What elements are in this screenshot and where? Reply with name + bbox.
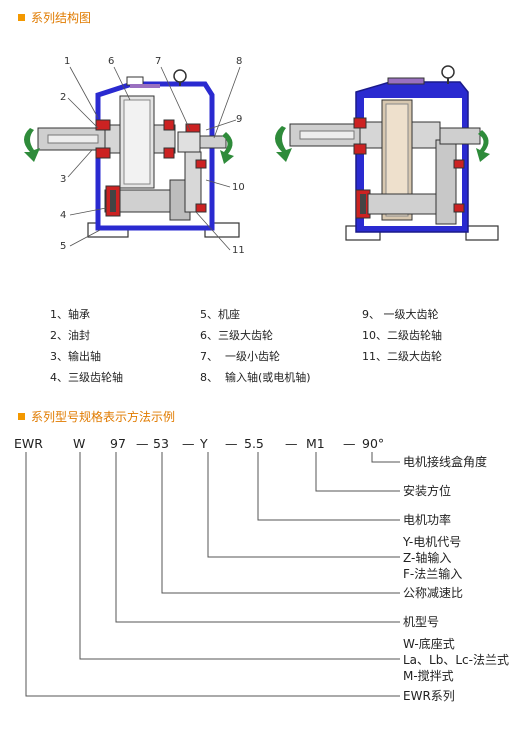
legend-item: 11、二级大齿轮: [362, 350, 442, 363]
meaning-input-f: F-法兰输入: [403, 567, 463, 581]
legend-item: 1、轴承: [50, 308, 90, 321]
callout-5: 5: [60, 241, 66, 252]
legend-item: 5、机座: [200, 308, 240, 321]
callout-2: 2: [60, 92, 66, 103]
callout-9: 9: [236, 114, 242, 125]
section-heading-model-code: 系列型号规格表示方法示例: [18, 408, 175, 425]
bullet-icon: [18, 14, 25, 21]
callout-11: 11: [232, 245, 245, 256]
code-frame: 97: [110, 436, 126, 451]
callout-7: 7: [155, 56, 161, 67]
meaning-input-y: Y-电机代号: [403, 535, 462, 549]
callout-4: 4: [60, 210, 66, 221]
bullet-icon: [18, 413, 25, 420]
meaning-type-flange: La、Lb、Lc-法兰式: [403, 653, 509, 667]
legend-item: 8、 输入轴(或电机轴): [200, 371, 311, 384]
legend-item: 3、输出轴: [50, 350, 101, 363]
structure-diagram: 1 2 3 4 5 6 7 8 9 10 11: [0, 40, 520, 300]
meaning-power: 电机功率: [403, 513, 452, 527]
section-title: 系列型号规格表示方法示例: [31, 410, 176, 424]
code-type: W: [73, 436, 86, 451]
code-input: Y: [200, 436, 208, 451]
meaning-frame: 机型号: [403, 615, 440, 629]
section-title: 系列结构图: [31, 11, 92, 25]
callout-1: 1: [64, 56, 70, 67]
legend-item: 6、三级大齿轮: [200, 329, 273, 342]
meaning-mount: 安装方位: [403, 484, 452, 498]
meaning-ratio: 公称减速比: [403, 586, 464, 600]
legend-item: 2、油封: [50, 329, 90, 342]
legend-item: 4、三级齿轮轴: [50, 371, 123, 384]
gearbox-drawings: 1 2 3 4 5 6 7 8 9 10 11: [24, 56, 499, 256]
code-sep: —: [182, 436, 195, 451]
callout-3: 3: [60, 174, 66, 185]
section-heading-structure: 系列结构图: [18, 9, 91, 26]
meaning-angle: 电机接线盒角度: [403, 455, 488, 469]
code-sep: —: [343, 436, 356, 451]
callout-6: 6: [108, 56, 114, 67]
meaning-type-w: W-底座式: [403, 637, 455, 651]
legend-item: 9、 一级大齿轮: [362, 308, 439, 321]
code-sep: —: [136, 436, 149, 451]
callout-8: 8: [236, 56, 242, 67]
meaning-type-m: M-搅拌式: [403, 669, 454, 683]
gearbox-left: [24, 69, 240, 238]
code-series: EWR: [14, 436, 43, 451]
code-angle: 90°: [362, 436, 385, 451]
code-ratio: 53: [153, 436, 169, 451]
meaning-series: EWR系列: [403, 689, 455, 703]
meaning-input-z: Z-轴输入: [403, 551, 452, 565]
code-power: 5.5: [244, 436, 264, 451]
callout-group: 1 2 3 4 5 6 7 8 9 10 11: [60, 56, 245, 256]
code-mount: M1: [306, 436, 325, 451]
callout-10: 10: [232, 182, 245, 193]
code-sep: —: [285, 436, 298, 451]
code-sep: —: [225, 436, 238, 451]
legend-item: 10、二级齿轮轴: [362, 329, 442, 342]
legend-item: 7、 一级小齿轮: [200, 350, 280, 363]
gearbox-right: [275, 65, 499, 241]
